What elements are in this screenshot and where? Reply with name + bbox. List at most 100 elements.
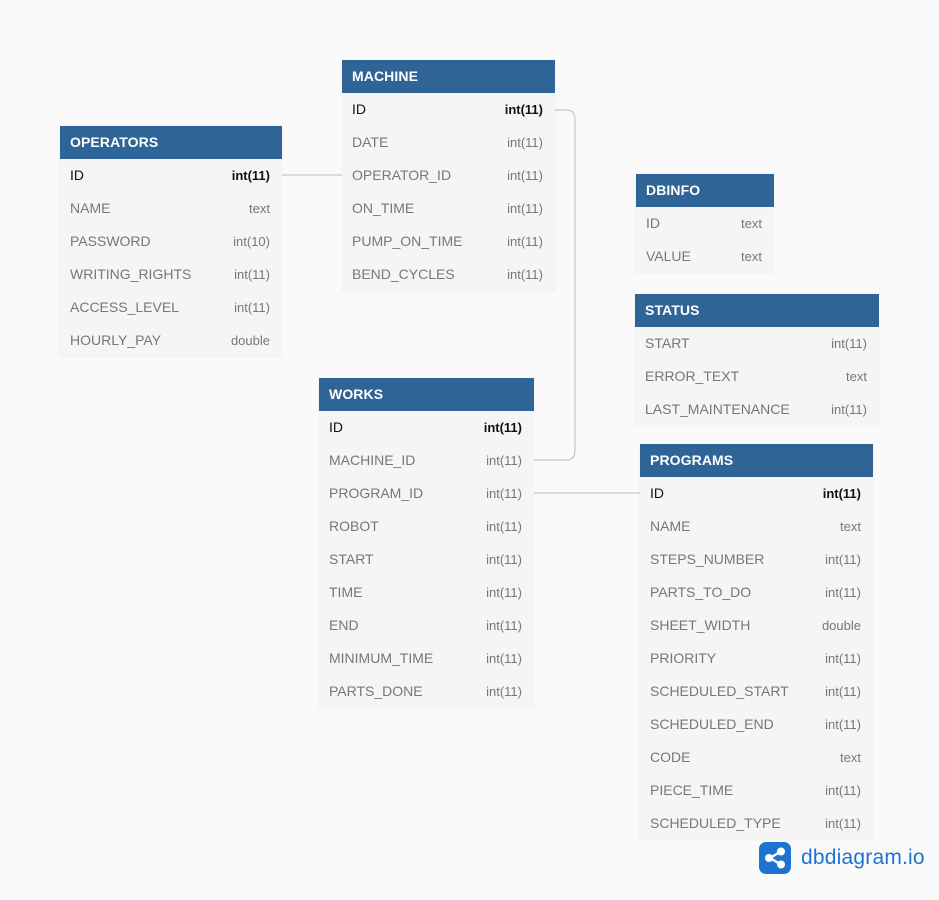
- field-type: int(11): [822, 486, 861, 501]
- brand-watermark[interactable]: dbdiagram.io: [759, 841, 925, 874]
- field-row[interactable]: SHEET_WIDTH double: [640, 609, 873, 642]
- field-name: ROBOT: [329, 518, 379, 534]
- table-header-operators[interactable]: OPERATORS: [60, 126, 282, 159]
- field-type: int(11): [825, 684, 861, 699]
- field-row[interactable]: NAME text: [60, 192, 282, 225]
- brand-name: dbdiagram.io: [801, 845, 925, 869]
- field-name: MACHINE_ID: [329, 452, 416, 468]
- field-type: int(11): [231, 168, 270, 183]
- field-name: BEND_CYCLES: [352, 266, 455, 282]
- field-row[interactable]: BEND_CYCLES int(11): [342, 258, 555, 291]
- table-header-works[interactable]: WORKS: [319, 378, 534, 411]
- field-type: int(11): [825, 816, 861, 831]
- field-name: SCHEDULED_END: [650, 716, 774, 732]
- field-type: text: [846, 369, 867, 384]
- field-name: TIME: [329, 584, 363, 600]
- field-type: int(11): [486, 486, 522, 501]
- field-type: text: [840, 750, 861, 765]
- field-name: ACCESS_LEVEL: [70, 299, 179, 315]
- field-type: int(11): [486, 585, 522, 600]
- table-header-programs[interactable]: PROGRAMS: [640, 444, 873, 477]
- field-name: ON_TIME: [352, 200, 415, 216]
- field-row[interactable]: ID int(11): [60, 159, 282, 192]
- field-type: int(11): [507, 201, 543, 216]
- field-type: int(11): [483, 420, 522, 435]
- field-row[interactable]: PARTS_TO_DO int(11): [640, 576, 873, 609]
- field-name: ID: [70, 167, 84, 183]
- field-row[interactable]: ON_TIME int(11): [342, 192, 555, 225]
- field-type: double: [821, 618, 861, 633]
- field-name: ERROR_TEXT: [645, 368, 740, 384]
- field-name: PIECE_TIME: [650, 782, 734, 798]
- field-row[interactable]: ERROR_TEXT text: [635, 360, 879, 393]
- field-type: int(11): [507, 135, 543, 150]
- table-header-dbinfo[interactable]: DBINFO: [636, 174, 774, 207]
- field-row[interactable]: TIME int(11): [319, 576, 534, 609]
- field-type: int(11): [825, 585, 861, 600]
- field-name: LAST_MAINTENANCE: [645, 401, 790, 417]
- field-type: int(11): [825, 651, 861, 666]
- field-type: text: [249, 201, 270, 216]
- field-name: WRITING_RIGHTS: [70, 266, 192, 282]
- field-name: PARTS_TO_DO: [650, 584, 752, 600]
- field-name: PARTS_DONE: [329, 683, 423, 699]
- field-row[interactable]: LAST_MAINTENANCE int(11): [635, 393, 879, 426]
- field-name: PASSWORD: [70, 233, 151, 249]
- field-type: int(11): [507, 267, 543, 282]
- field-type: int(11): [831, 336, 867, 351]
- field-type: int(11): [486, 651, 522, 666]
- field-name: SHEET_WIDTH: [650, 617, 751, 633]
- table-header-machine[interactable]: MACHINE: [342, 60, 555, 93]
- field-name: HOURLY_PAY: [70, 332, 162, 348]
- field-type: int(11): [486, 684, 522, 699]
- field-type: int(11): [831, 402, 867, 417]
- table-header-status[interactable]: STATUS: [635, 294, 879, 327]
- field-row[interactable]: PARTS_DONE int(11): [319, 675, 534, 708]
- field-name: SCHEDULED_START: [650, 683, 789, 699]
- field-name: NAME: [70, 200, 111, 216]
- field-name: SCHEDULED_TYPE: [650, 815, 781, 831]
- field-row[interactable]: SCHEDULED_TYPE int(11): [640, 807, 873, 840]
- field-type: int(11): [486, 618, 522, 633]
- field-name: NAME: [650, 518, 691, 534]
- field-row[interactable]: SCHEDULED_START int(11): [640, 675, 873, 708]
- field-name: ID: [646, 215, 660, 231]
